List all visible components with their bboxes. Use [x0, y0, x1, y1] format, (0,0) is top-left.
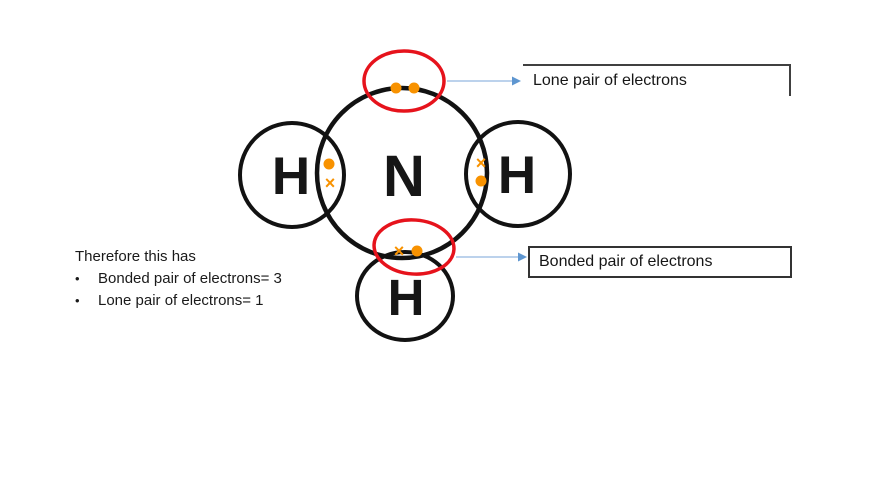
- electron-dot-icon: [408, 82, 420, 94]
- notes-bullet-item: • Lone pair of electrons= 1: [75, 290, 325, 312]
- lone-pair-label: Lone pair of electrons: [533, 72, 687, 89]
- hydrogen-left-circle: [238, 121, 346, 229]
- arrow-head-icon: [518, 252, 527, 262]
- lone-pair-highlight-ellipse: [362, 49, 446, 113]
- electron-dot-icon: [390, 82, 402, 94]
- atom-label-hydrogen-bottom: H: [388, 269, 425, 326]
- notes-bullet-item: • Bonded pair of electrons= 3: [75, 268, 325, 290]
- electron-cross-icon: ×: [476, 153, 487, 173]
- lone-pair-label-box: Lone pair of electrons: [523, 64, 791, 96]
- atom-label-nitrogen: N: [383, 144, 425, 209]
- electron-dot-icon: [475, 175, 487, 187]
- atom-label-hydrogen-left: H: [272, 147, 310, 206]
- bonded-pair-highlight-ellipse: [372, 218, 456, 276]
- electron-cross-icon: ×: [325, 173, 336, 193]
- bullet-icon: •: [75, 271, 80, 286]
- notes-bullet-text: Lone pair of electrons= 1: [98, 292, 264, 309]
- notes-block: Therefore this has • Bonded pair of elec…: [75, 246, 325, 312]
- arrow-head-icon: [512, 76, 521, 86]
- hydrogen-bottom-circle: [355, 250, 455, 342]
- atom-label-hydrogen-right: H: [498, 146, 536, 205]
- bonded-pair-arrow: [456, 252, 527, 262]
- bonded-pair-label-box: Bonded pair of electrons: [528, 246, 792, 278]
- notes-intro: Therefore this has: [75, 248, 196, 265]
- hydrogen-right-circle: [464, 120, 572, 228]
- nitrogen-circle: [314, 85, 490, 261]
- electron-dot-icon: [323, 158, 335, 170]
- lone-pair-arrow: [447, 76, 521, 86]
- electron-dot-icon: [411, 245, 423, 257]
- notes-bullet-text: Bonded pair of electrons= 3: [98, 270, 282, 287]
- bonded-pair-label: Bonded pair of electrons: [539, 253, 713, 270]
- electron-cross-icon: ×: [394, 241, 405, 261]
- bullet-icon: •: [75, 293, 80, 308]
